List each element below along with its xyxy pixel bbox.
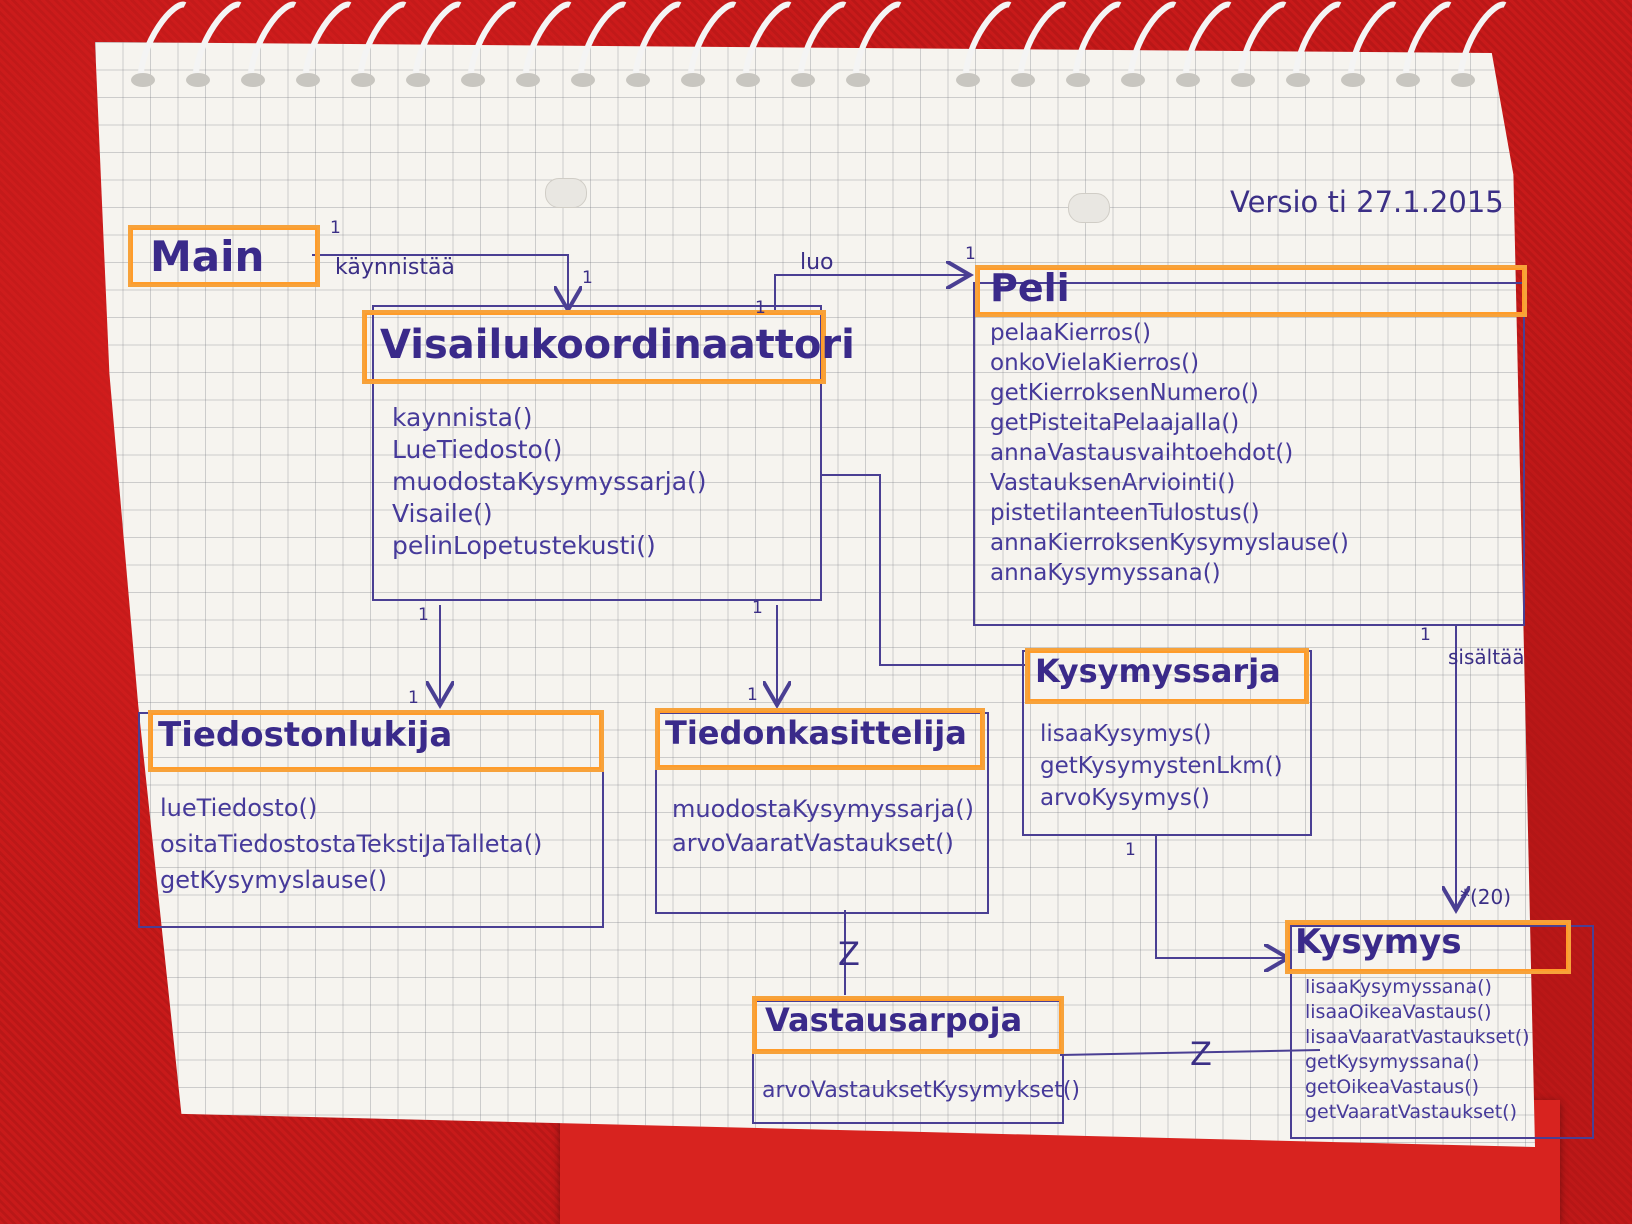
method: pistetilanteenTulostus() xyxy=(990,500,1260,526)
method: onkoVielaKierros() xyxy=(990,350,1200,376)
visailu-class-header xyxy=(362,310,826,384)
mult-visailu-top: 1 xyxy=(582,268,593,288)
method: muodostaKysymyssarja() xyxy=(392,467,707,496)
method: Visaile() xyxy=(392,499,493,528)
method: annaKysymyssana() xyxy=(990,560,1221,586)
main-class-header xyxy=(128,225,320,287)
peli-methods: pelaaKierros() onkoVielaKierros() getKie… xyxy=(990,318,1349,588)
tiedonkasittelija-methods: muodostaKysymyssarja() arvoVaaratVastauk… xyxy=(672,792,974,860)
peli-class-name: Peli xyxy=(990,266,1070,310)
tiedostonlukija-methods: lueTiedosto() ositaTiedostostaTekstiJaTa… xyxy=(160,790,542,898)
mult-main: 1 xyxy=(330,218,341,238)
edge-visailu-kysymyssarja xyxy=(820,474,1028,666)
mult-visailu-right: 1 xyxy=(752,598,763,618)
method: arvoVaaratVastaukset() xyxy=(672,829,954,857)
main-class-name: Main xyxy=(150,232,265,281)
method: annaKierroksenKysymyslause() xyxy=(990,530,1349,556)
tiedostonlukija-class-header xyxy=(148,710,604,772)
method: lisaaOikeaVastaus() xyxy=(1305,1001,1492,1023)
kysymyssarja-class-box xyxy=(1022,650,1312,836)
mult-peli-bottom: 1 xyxy=(1420,625,1431,645)
method: lisaaKysymyssana() xyxy=(1305,976,1492,998)
method: lueTiedosto() xyxy=(160,794,318,822)
method: LueTiedosto() xyxy=(392,435,563,464)
tiedonkasittelija-class-box xyxy=(655,712,989,914)
tiedonkasittelija-class-header xyxy=(655,708,985,770)
version-note: Versio ti 27.1.2015 xyxy=(1230,185,1504,219)
peli-class-header xyxy=(975,265,1527,317)
method: pelinLopetustekusti() xyxy=(392,531,656,560)
label-sisaltaa: sisältää xyxy=(1448,645,1525,669)
method: getOikeaVastaus() xyxy=(1305,1076,1480,1098)
mult-z-right: Z xyxy=(1190,1035,1212,1073)
method: getVaaratVastaukset() xyxy=(1305,1101,1517,1123)
method: arvoVastauksetKysymykset() xyxy=(762,1078,1081,1103)
method: VastauksenArviointi() xyxy=(990,470,1236,496)
visailu-methods: kaynnista() LueTiedosto() muodostaKysymy… xyxy=(392,402,707,562)
tiedonkasittelija-class-name: Tiedonkasittelija xyxy=(665,714,967,752)
mult-tiedostonlukija: 1 xyxy=(408,688,419,708)
edge-main-visailu xyxy=(312,254,568,310)
method: pelaaKierros() xyxy=(990,320,1151,346)
label-kaynnistaa: käynnistää xyxy=(335,255,455,280)
vastausarpoja-methods: arvoVastauksetKysymykset() xyxy=(762,1075,1080,1107)
method: getKysymyslause() xyxy=(160,866,387,894)
method: getPisteitaPelaajalla() xyxy=(990,410,1240,436)
mult-peli: 1 xyxy=(965,244,976,264)
punch-hole xyxy=(545,178,587,208)
mult-visailu-luo: 1 xyxy=(755,298,766,318)
method: getKysymystenLkm() xyxy=(1040,753,1283,779)
kysymys-methods: lisaaKysymyssana() lisaaOikeaVastaus() l… xyxy=(1305,975,1530,1125)
label-luo: luo xyxy=(800,250,834,275)
edge-visailu-peli xyxy=(774,275,970,310)
mult-visailu-left: 1 xyxy=(418,605,429,625)
kysymyssarja-class-name: Kysymyssarja xyxy=(1035,652,1281,690)
vastausarpoja-class-box xyxy=(752,1000,1064,1124)
method: annaVastausvaihtoehdot() xyxy=(990,440,1294,466)
mult-many: *(20) xyxy=(1460,885,1512,909)
method: arvoKysymys() xyxy=(1040,785,1210,811)
mult-tiedonkasittelija: 1 xyxy=(747,685,758,705)
vastausarpoja-class-header xyxy=(752,996,1064,1054)
kysymys-class-header xyxy=(1285,920,1571,974)
method: kaynnista() xyxy=(392,403,533,432)
method: getKysymyssana() xyxy=(1305,1051,1480,1073)
mult-kysymyssarja-bottom: 1 xyxy=(1125,840,1136,860)
method: lisaaVaaratVastaukset() xyxy=(1305,1026,1530,1048)
method: ositaTiedostostaTekstiJaTalleta() xyxy=(160,830,543,858)
tiedostonlukija-class-name: Tiedostonlukija xyxy=(158,715,453,755)
method: muodostaKysymyssarja() xyxy=(672,795,974,823)
kysymys-class-name: Kysymys xyxy=(1295,922,1462,962)
kysymys-class-box xyxy=(1290,925,1594,1139)
method: getKierroksenNumero() xyxy=(990,380,1259,406)
spiral-binding xyxy=(131,1,1507,87)
notebook-page xyxy=(95,42,1535,1147)
kysymyssarja-methods: lisaaKysymys() getKysymystenLkm() arvoKy… xyxy=(1040,718,1283,814)
punch-hole xyxy=(1068,193,1110,223)
edge-vastausarpoja-kysymys xyxy=(1059,1049,1321,1056)
method: lisaaKysymys() xyxy=(1040,721,1212,747)
visailu-class-name: Visailukoordinaattori xyxy=(380,322,855,368)
vastausarpoja-class-name: Vastausarpoja xyxy=(765,1001,1023,1039)
mult-z-top: Z xyxy=(838,935,860,973)
peli-class-box xyxy=(973,282,1525,626)
tiedostonlukija-class-box xyxy=(138,712,604,928)
edge-kysymyssarja-kysymys xyxy=(1155,835,1288,958)
kysymyssarja-class-header xyxy=(1025,648,1309,704)
visailu-class-box xyxy=(372,305,822,601)
